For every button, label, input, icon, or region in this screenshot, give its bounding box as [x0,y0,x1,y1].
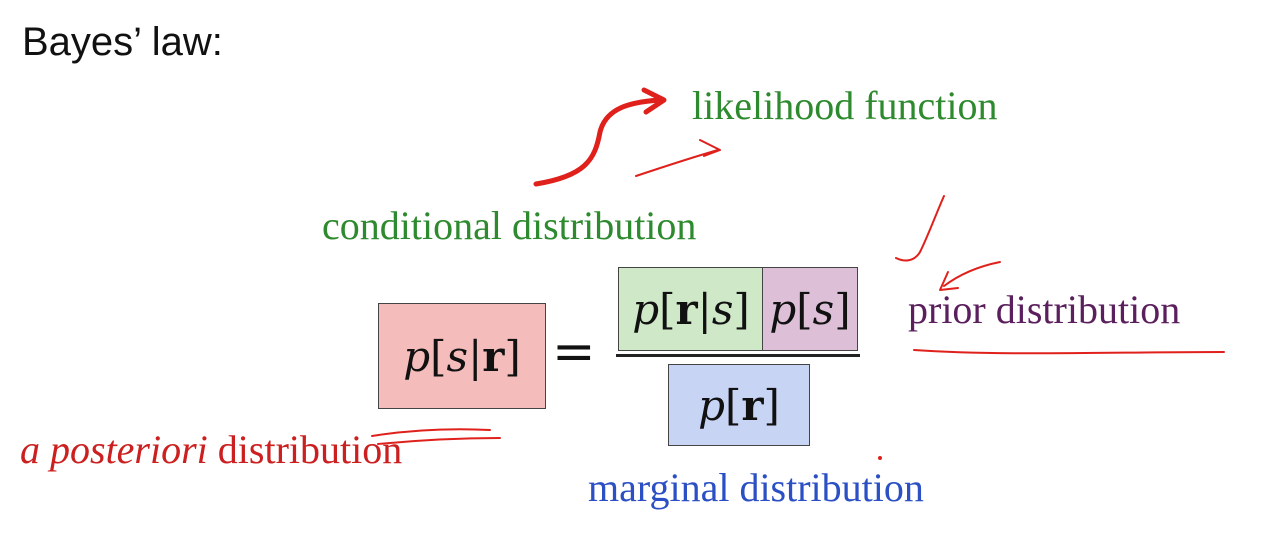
thin-arrow-icon [635,139,721,177]
posterior-close-bracket: ] [504,331,521,381]
likelihood-bar: | [697,284,712,334]
slide-title: Bayes’ law: [22,20,223,64]
marginal-r: r [741,380,764,430]
posterior-distribution-label: a posteriori distribution [20,430,402,470]
likelihood-r: r [675,284,698,334]
ink-dot-icon [878,456,882,460]
equals-sign: = [552,322,596,382]
marginal-term-box: p[r] [668,364,810,446]
fraction-bar [616,354,860,357]
marginal-distribution-label: marginal distribution [588,465,924,510]
likelihood-term-box: p[r|s] [618,267,764,351]
prior-distribution-label: prior distribution [908,287,1181,332]
conditional-distribution-label: conditional distribution [322,203,697,248]
posterior-open-bracket: [ [430,331,447,381]
marginal-p: p [698,380,725,430]
prior-p: p [769,284,797,334]
posterior-rest-text: distribution [207,427,403,472]
prior-underline-icon [913,349,1225,355]
marginal-close-bracket: ] [763,380,780,430]
prior-close-bracket: ] [834,284,851,334]
likelihood-open-bracket: [ [659,284,676,334]
prior-term-box: p[s] [762,267,858,351]
arrow-head-icon [641,87,667,115]
posterior-term-box: p[s|r] [378,303,546,409]
posterior-p: p [403,331,431,381]
prior-s: s [812,284,835,334]
posterior-s: s [446,331,469,381]
likelihood-function-label: likelihood function [692,83,998,128]
checkmark-squiggle-icon [895,195,945,262]
marginal-open-bracket: [ [724,380,742,430]
likelihood-s: s [711,284,734,334]
likelihood-p: p [632,284,660,334]
prior-arrow-icon [939,261,1001,291]
posterior-bar: | [468,331,483,381]
prior-open-bracket: [ [796,284,813,334]
likelihood-close-bracket: ] [733,284,750,334]
posterior-r: r [482,331,505,381]
curved-arrow-icon [533,97,663,187]
posterior-italic-text: a posteriori [20,427,208,472]
